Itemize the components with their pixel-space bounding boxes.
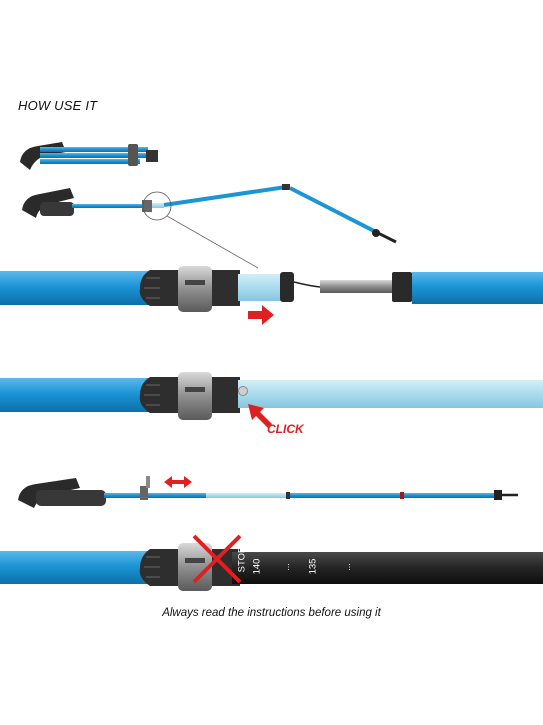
- scale-mark-135: 135: [307, 558, 319, 575]
- extended-pole-flag: [146, 476, 150, 488]
- clamp-ring: [178, 372, 212, 420]
- extended-pole-mid-shaft: [148, 493, 206, 498]
- clamp-ring: [178, 543, 212, 591]
- clamp-ring: [178, 266, 212, 312]
- folded-pole-tip: [146, 150, 158, 162]
- extended-pole-tip: [494, 490, 502, 500]
- unfolded-pole-section: [163, 185, 287, 207]
- zoom-indicator: [142, 191, 259, 269]
- clamp-ring-slot: [185, 387, 205, 392]
- inner-tube-light: [238, 380, 543, 408]
- extended-pole-joint: [286, 492, 290, 499]
- lock-button: [238, 386, 248, 396]
- extended-pole: [18, 476, 518, 508]
- stop-mark: STOP: [236, 546, 248, 573]
- extended-pole-upper-shaft: [104, 493, 144, 498]
- black-inner-tube: [232, 552, 543, 584]
- unfolded-pole-shaft: [72, 204, 142, 208]
- rod-collar: [392, 272, 412, 302]
- unfolded-pole-lower-section: [289, 186, 377, 234]
- diagram-title: HOW USE IT: [18, 98, 98, 113]
- scale-dots: ...: [341, 563, 352, 571]
- inner-tube-cap: [280, 272, 294, 302]
- red-arrow-right: [248, 305, 274, 325]
- closeup-clamp-open: [0, 266, 543, 325]
- clamp-lever-ridges: [144, 277, 160, 299]
- unfolded-pole-joint: [152, 203, 164, 208]
- clamp-ring-slot: [185, 280, 205, 285]
- folded-pole-segment: [40, 159, 140, 164]
- lower-tube: [412, 272, 543, 304]
- clamp-lever-ridges: [144, 384, 160, 406]
- unfolded-pole-handle: [40, 202, 74, 216]
- unfolded-pole-basket: [372, 229, 380, 237]
- unfolded-pole-clamp: [142, 200, 152, 212]
- unfolded-pole: [22, 184, 397, 244]
- cable: [293, 281, 321, 288]
- extended-pole-handle: [36, 490, 106, 506]
- extended-pole-clamp: [140, 486, 148, 500]
- extended-pole-lower-shaft: [288, 493, 496, 498]
- metal-rod: [320, 280, 392, 293]
- folded-pole-segment: [40, 147, 148, 152]
- extended-pole-light-shaft: [206, 493, 288, 498]
- scale-dots: ...: [280, 563, 291, 571]
- closeup-click-lock: [0, 372, 543, 428]
- click-label: CLICK: [267, 422, 304, 436]
- folded-pole-segment: [40, 153, 148, 158]
- zoom-circle: [142, 191, 172, 221]
- scale-mark-140: 140: [251, 558, 263, 575]
- folded-pole: [20, 142, 158, 170]
- footer-note: Always read the instructions before usin…: [162, 607, 381, 619]
- red-cross-stroke: [192, 534, 242, 584]
- red-double-arrow: [164, 476, 192, 488]
- red-arrow-diagonal: [248, 404, 272, 428]
- unfolded-pole-ferrule: [282, 184, 290, 190]
- folded-pole-clamp: [128, 144, 138, 166]
- extended-pole-joint: [400, 492, 404, 499]
- clamp-lever-ridges: [144, 556, 160, 578]
- clamp-ring-slot: [185, 558, 205, 563]
- inner-tube-light: [238, 274, 282, 301]
- closeup-stop-marking: [0, 534, 543, 591]
- zoom-leader-line: [166, 215, 259, 269]
